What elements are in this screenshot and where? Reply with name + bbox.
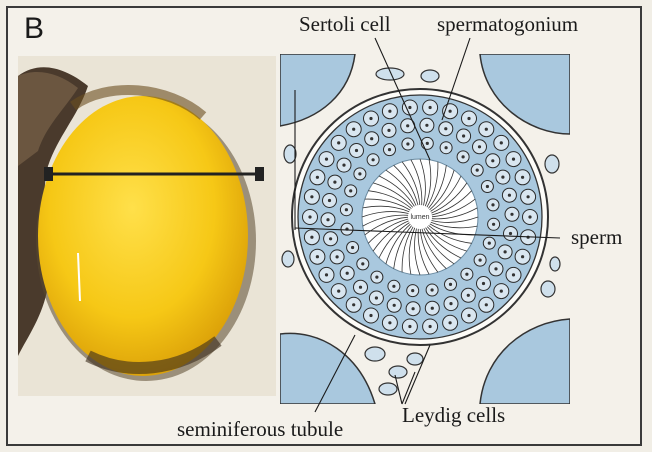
cell-nucleus (408, 325, 411, 328)
cell-nucleus (485, 303, 488, 306)
cell-nucleus (510, 213, 513, 216)
cell-nucleus (337, 141, 340, 144)
cell-nucleus (352, 303, 355, 306)
seminiferous-tubule-diagram: lumen (280, 54, 570, 404)
cell-nucleus (429, 106, 432, 109)
cell-nucleus (336, 255, 339, 258)
cell-nucleus (406, 124, 409, 127)
cell-nucleus (388, 148, 391, 151)
cell-nucleus (512, 158, 515, 161)
cell-nucleus (316, 176, 319, 179)
cell-nucleus (329, 237, 332, 240)
cell-nucleus (501, 176, 504, 179)
cell-nucleus (337, 290, 340, 293)
cell-nucleus (467, 117, 470, 120)
cell-nucleus (388, 110, 391, 113)
lumen-label: lumen (410, 214, 429, 221)
cell-nucleus (346, 272, 349, 275)
cell-nucleus (500, 141, 503, 144)
cell-nucleus (351, 246, 354, 249)
cell-nucleus (392, 285, 395, 288)
cell-nucleus (310, 195, 313, 198)
testis-photo (18, 56, 276, 396)
panel-letter: B (24, 12, 44, 46)
cell-nucleus (425, 124, 428, 127)
cell-nucleus (310, 236, 313, 239)
cell-nucleus (462, 155, 465, 158)
cell-nucleus (449, 110, 452, 113)
cell-nucleus (370, 137, 373, 140)
cell-nucleus (369, 117, 372, 120)
cell-nucleus (509, 232, 512, 235)
cell-nucleus (333, 181, 336, 184)
cell-nucleus (359, 286, 362, 289)
cell-nucleus (494, 267, 497, 270)
label-leydig-cells: Leydig cells (402, 403, 505, 428)
cell-nucleus (325, 273, 328, 276)
cell-nucleus (491, 159, 494, 162)
cell-nucleus (342, 164, 345, 167)
cell-nucleus (328, 199, 331, 202)
cell-nucleus (358, 172, 361, 175)
label-sperm: sperm (571, 225, 622, 250)
cell-nucleus (449, 283, 452, 286)
cell-nucleus (527, 195, 530, 198)
cell-nucleus (467, 294, 470, 297)
cell-nucleus (408, 106, 411, 109)
cell-nucleus (369, 314, 372, 317)
cell-nucleus (325, 158, 328, 161)
cell-nucleus (387, 129, 390, 132)
label-spermatogonium: spermatogonium (437, 12, 578, 37)
cell-nucleus (521, 176, 524, 179)
cell-nucleus (308, 215, 311, 218)
cell-nucleus (485, 128, 488, 131)
cell-nucleus (488, 242, 491, 245)
cell-nucleus (467, 314, 470, 317)
cell-nucleus (349, 189, 352, 192)
cell-nucleus (512, 273, 515, 276)
cell-nucleus (375, 296, 378, 299)
cell-nucleus (462, 134, 465, 137)
cell-nucleus (482, 282, 485, 285)
cell-nucleus (465, 273, 468, 276)
cell-nucleus (476, 169, 479, 172)
cell-nucleus (429, 325, 432, 328)
cell-nucleus (326, 218, 329, 221)
label-sertoli-cell: Sertoli cell (299, 12, 391, 37)
cell-nucleus (508, 194, 511, 197)
cell-nucleus (431, 288, 434, 291)
cell-nucleus (412, 307, 415, 310)
cell-nucleus (444, 127, 447, 130)
cell-nucleus (491, 203, 494, 206)
cell-nucleus (479, 259, 482, 262)
cell-nucleus (504, 250, 507, 253)
cell-nucleus (372, 158, 375, 161)
cell-nucleus (527, 236, 530, 239)
cell-nucleus (431, 307, 434, 310)
cell-nucleus (445, 146, 448, 149)
cell-nucleus (361, 262, 364, 265)
cell-nucleus (449, 302, 452, 305)
cell-nucleus (521, 255, 524, 258)
cell-nucleus (486, 185, 489, 188)
cell-nucleus (345, 208, 348, 211)
cell-nucleus (352, 128, 355, 131)
cell-nucleus (449, 321, 452, 324)
cell-nucleus (492, 223, 495, 226)
cell-nucleus (345, 228, 348, 231)
cell-nucleus (388, 321, 391, 324)
label-seminiferous-tubule: seminiferous tubule (177, 417, 343, 442)
cell-nucleus (393, 304, 396, 307)
cell-nucleus (355, 149, 358, 152)
cell-nucleus (375, 276, 378, 279)
cell-nucleus (316, 255, 319, 258)
cell-nucleus (406, 142, 409, 145)
cell-nucleus (528, 215, 531, 218)
cell-nucleus (500, 290, 503, 293)
cell-nucleus (478, 145, 481, 148)
cell-nucleus (411, 289, 414, 292)
cell-nucleus (426, 142, 429, 145)
